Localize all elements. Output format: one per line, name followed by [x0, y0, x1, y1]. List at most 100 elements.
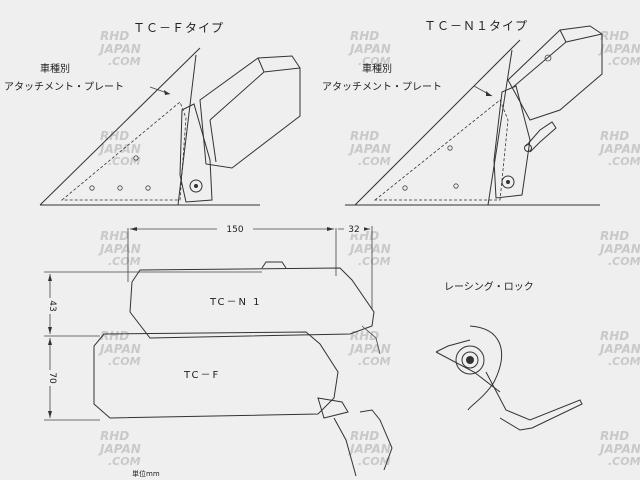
tc-n1-top-tab [261, 261, 287, 269]
dim-32-label-bg [344, 222, 364, 234]
tc-f-label-line2: アタッチメント・プレート [4, 81, 124, 93]
tc-n1-hole-2 [453, 183, 459, 189]
dim-43-arrow-bottom [48, 327, 52, 334]
watermark-text: RHD [600, 329, 629, 343]
watermark-text: JAPAN [348, 242, 391, 256]
watermark-text: RHD [100, 29, 129, 43]
watermark-text: RHD [350, 29, 379, 43]
tc-n1-side-view: ＴＣ－Ｎ１タイプ 車種別 アタッチメント・プレート [322, 19, 603, 206]
watermark-text: RHD [600, 129, 629, 143]
tc-n1-pillar-edge [487, 49, 513, 206]
tc-n1-hole-3 [447, 145, 453, 151]
watermark-text: RHD [350, 129, 379, 143]
watermark-text: RHD [100, 329, 129, 343]
watermark-text: .COM [358, 355, 391, 368]
tc-n1-mirror-housing [507, 25, 603, 121]
tc-f-title: ＴＣ－Ｆタイプ [133, 21, 224, 35]
dim-70-arrow-top [48, 338, 52, 345]
tc-n1-title: ＴＣ－Ｎ１タイプ [424, 19, 528, 33]
watermark-text: JAPAN [348, 442, 391, 456]
watermark-text: JAPAN [348, 342, 391, 356]
tc-n1-mirror-outline [129, 267, 375, 339]
tc-n1-mirror-arm [493, 85, 531, 199]
tc-f-attachment-plate-dashed [60, 101, 187, 201]
watermark-text: RHD [600, 429, 629, 443]
watermark-text: .COM [108, 55, 141, 68]
dim-43-label: 43 [47, 300, 57, 311]
watermark-text: .COM [358, 55, 391, 68]
tc-n1-housing-screw [544, 54, 552, 62]
watermark-text: .COM [608, 55, 640, 68]
watermark-text: .COM [108, 455, 141, 468]
dimension-drawing: 150 32 43 70 TC－N 1 TC－F 単位mm [42, 222, 393, 478]
watermark-text: JAPAN [598, 342, 640, 356]
tc-f-mount-bolt [189, 179, 203, 193]
tc-n1-label-line2: アタッチメント・プレート [322, 81, 442, 93]
tc-f-leader-arrowhead [164, 90, 170, 95]
watermark-text: JAPAN [98, 42, 141, 56]
watermark-text: .COM [358, 155, 391, 168]
dim-70-label-bg [42, 370, 58, 386]
lock-plate-top [435, 339, 471, 353]
tc-n1-label-line1: 車種別 [362, 62, 392, 75]
tc-f-side-view: ＴＣ－Ｆタイプ 車種別 アタッチメント・プレート [4, 21, 301, 206]
racing-lock-label: レーシング・ロック [444, 280, 534, 293]
tc-f-housing-side-edge [209, 71, 265, 121]
tc-f-mirror-label: TC－F [183, 370, 220, 381]
watermark-text: JAPAN [348, 42, 391, 56]
tc-n1-hole-1 [402, 185, 408, 191]
watermark-text: .COM [108, 255, 141, 268]
racing-lock-detail: レーシング・ロック [435, 280, 583, 431]
tc-n1-racing-lock-side [525, 121, 557, 153]
tc-n1-mount-bolt [501, 175, 515, 189]
tc-f-mirror-arm-edge [359, 409, 393, 471]
dim-43-arrow-top [48, 274, 52, 281]
tc-n1-glass-edge [354, 39, 521, 206]
watermark-text: RHD [100, 429, 129, 443]
tc-n1-housing-top-edge [559, 29, 603, 43]
watermark-text: JAPAN [98, 442, 141, 456]
tc-f-hole-1 [89, 185, 95, 191]
dim-150-label-bg [217, 222, 253, 234]
watermark-text: RHD [350, 429, 379, 443]
dim-150-arrow-left [130, 227, 137, 231]
watermark-text: JAPAN [598, 42, 640, 56]
watermark-text: JAPAN [598, 242, 640, 256]
watermark-text: JAPAN [98, 142, 141, 156]
tc-f-mount-bolt-center [194, 184, 198, 188]
watermark-text: RHD [350, 329, 379, 343]
watermark-text: .COM [608, 355, 640, 368]
tc-f-pillar-edge [177, 54, 197, 206]
watermark-text: JAPAN [98, 342, 141, 356]
watermark-text: .COM [358, 455, 391, 468]
lock-knob-inner [461, 351, 479, 369]
watermark-text: .COM [608, 155, 640, 168]
tc-n1-leader-arrowhead [486, 91, 492, 96]
tc-f-mirror-stem [333, 417, 357, 477]
watermark-text: .COM [608, 455, 640, 468]
lock-lever [485, 371, 583, 431]
watermark-text: .COM [108, 155, 141, 168]
tc-n1-housing-side-edge [511, 41, 567, 89]
lock-curve-outer [467, 325, 503, 411]
tc-f-hole-4 [133, 155, 139, 161]
watermark-group: RHDJAPAN.COMRHDJAPAN.COMRHDJAPAN.COMRHDJ… [98, 29, 640, 468]
watermark-text: JAPAN [98, 242, 141, 256]
watermark-text: JAPAN [598, 442, 640, 456]
dim-70-arrow-bottom [48, 411, 52, 418]
watermark-text: JAPAN [598, 142, 640, 156]
dim-150-label: 150 [226, 225, 243, 235]
unit-label: 単位mm [132, 469, 160, 478]
lock-knob-outer [455, 345, 485, 375]
dim-43-label-bg [42, 298, 58, 314]
watermark-text: .COM [608, 255, 640, 268]
tc-n1-mirror-label: TC－N 1 [209, 297, 262, 308]
tc-n1-lock-pin [524, 144, 532, 152]
dim-150-arrow-right [327, 227, 334, 231]
tc-f-label-line1: 車種別 [40, 62, 70, 75]
watermark-text: RHD [100, 229, 129, 243]
dim-32-label: 32 [348, 225, 359, 235]
tc-f-hole-3 [145, 185, 151, 191]
